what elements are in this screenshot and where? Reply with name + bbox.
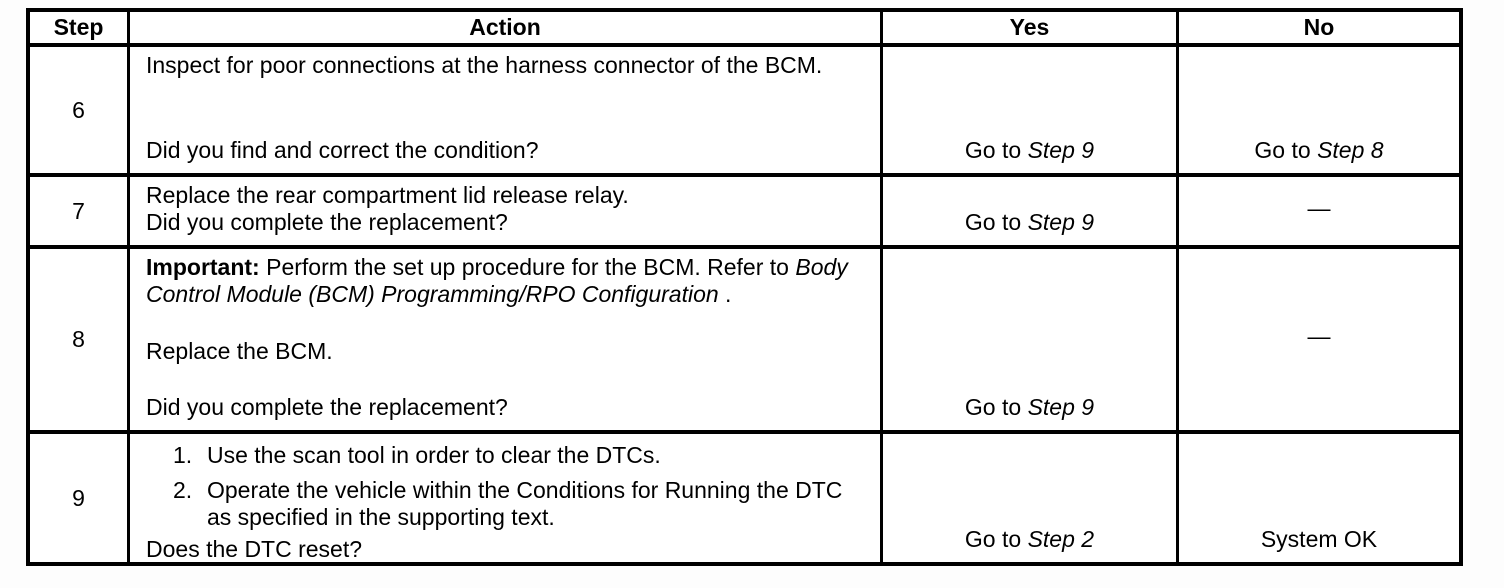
goto-prefix: Go to (1254, 137, 1318, 163)
yes-cell-9: Go to Step 2 (883, 434, 1179, 562)
action-cell-6: Inspect for poor connections at the harn… (130, 47, 883, 177)
header-action: Action (130, 12, 883, 47)
em-dash: — (1307, 323, 1331, 349)
no-cell-6: Go to Step 8 (1179, 47, 1459, 177)
action-cell-8: Important: Perform the set up procedure … (130, 249, 883, 434)
goto-step-ref: Step 9 (1027, 137, 1095, 163)
goto-step-ref: Step 9 (1027, 394, 1095, 420)
header-step: Step (30, 12, 130, 47)
header-action-label: Action (469, 14, 541, 40)
goto-prefix: Go to (964, 526, 1028, 552)
goto-prefix: Go to (964, 137, 1028, 163)
goto-step-ref: Step 8 (1317, 137, 1384, 163)
list-item-number: 1. (173, 442, 193, 468)
goto-text: Go to Step 9 (965, 394, 1094, 421)
action-text: Replace the BCM. (146, 337, 333, 364)
yes-cell-8: Go to Step 9 (883, 249, 1179, 434)
goto-text: Go to Step 9 (965, 209, 1094, 236)
goto-text: Go to Step 8 (1254, 137, 1383, 164)
step-number: 9 (72, 484, 85, 511)
diagnostic-table: Step Action Yes No 6 Inspect for poor co… (26, 8, 1463, 566)
important-text: Perform the set up procedure for the BCM… (259, 254, 796, 280)
action-cell-9: 1. Use the scan tool in order to clear t… (130, 434, 883, 562)
goto-step-ref: Step 2 (1027, 526, 1095, 552)
header-yes-label: Yes (1009, 14, 1050, 40)
header-yes: Yes (883, 12, 1179, 47)
goto-step-ref: Step 9 (1027, 209, 1095, 235)
spacer (146, 365, 866, 395)
action-cell-7: Replace the rear compartment lid release… (130, 177, 883, 249)
step-number: 7 (72, 197, 85, 224)
goto-text: Go to Step 2 (965, 526, 1094, 553)
list-item: 2. Operate the vehicle within the Condit… (173, 477, 866, 531)
question-text: Does the DTC reset? (146, 536, 363, 562)
list-item-text: Operate the vehicle within the Condition… (207, 477, 843, 530)
goto-prefix: Go to (964, 209, 1028, 235)
no-cell-9: System OK (1179, 434, 1459, 562)
yes-cell-6: Go to Step 9 (883, 47, 1179, 177)
step-cell-9: 9 (30, 434, 130, 562)
yes-cell-7: Go to Step 9 (883, 177, 1179, 249)
action-text: Replace the rear compartment lid release… (146, 182, 629, 208)
step-number: 8 (72, 326, 85, 352)
spacer (146, 308, 866, 338)
reference-suffix: . (718, 281, 732, 307)
step-cell-6: 6 (30, 47, 130, 177)
no-cell-8: — (1179, 249, 1459, 434)
step-cell-7: 7 (30, 177, 130, 249)
header-no: No (1179, 12, 1459, 47)
header-no-label: No (1303, 14, 1335, 40)
important-label: Important: (146, 254, 260, 280)
reference-title: Body Control Module (BCM) Programming/RP… (146, 254, 848, 307)
step-cell-8: 8 (30, 249, 130, 434)
em-dash: — (1307, 194, 1331, 221)
result-text: System OK (1260, 526, 1378, 552)
list-item: 1. Use the scan tool in order to clear t… (173, 442, 866, 469)
step-number: 6 (72, 96, 85, 123)
goto-prefix: Go to (964, 394, 1028, 420)
important-note: Important: Perform the set up procedure … (146, 254, 866, 308)
question-text: Did you complete the replacement? (146, 209, 508, 235)
question-text: Did you complete the replacement? (146, 394, 508, 420)
action-text: Inspect for poor connections at the harn… (146, 52, 823, 78)
question-text: Did you find and correct the condition? (146, 137, 539, 163)
header-step-label: Step (53, 14, 104, 40)
goto-text: Go to Step 9 (965, 137, 1094, 164)
list-item-text: Use the scan tool in order to clear the … (207, 442, 661, 468)
no-cell-7: — (1179, 177, 1459, 249)
list-item-number: 2. (173, 477, 193, 503)
